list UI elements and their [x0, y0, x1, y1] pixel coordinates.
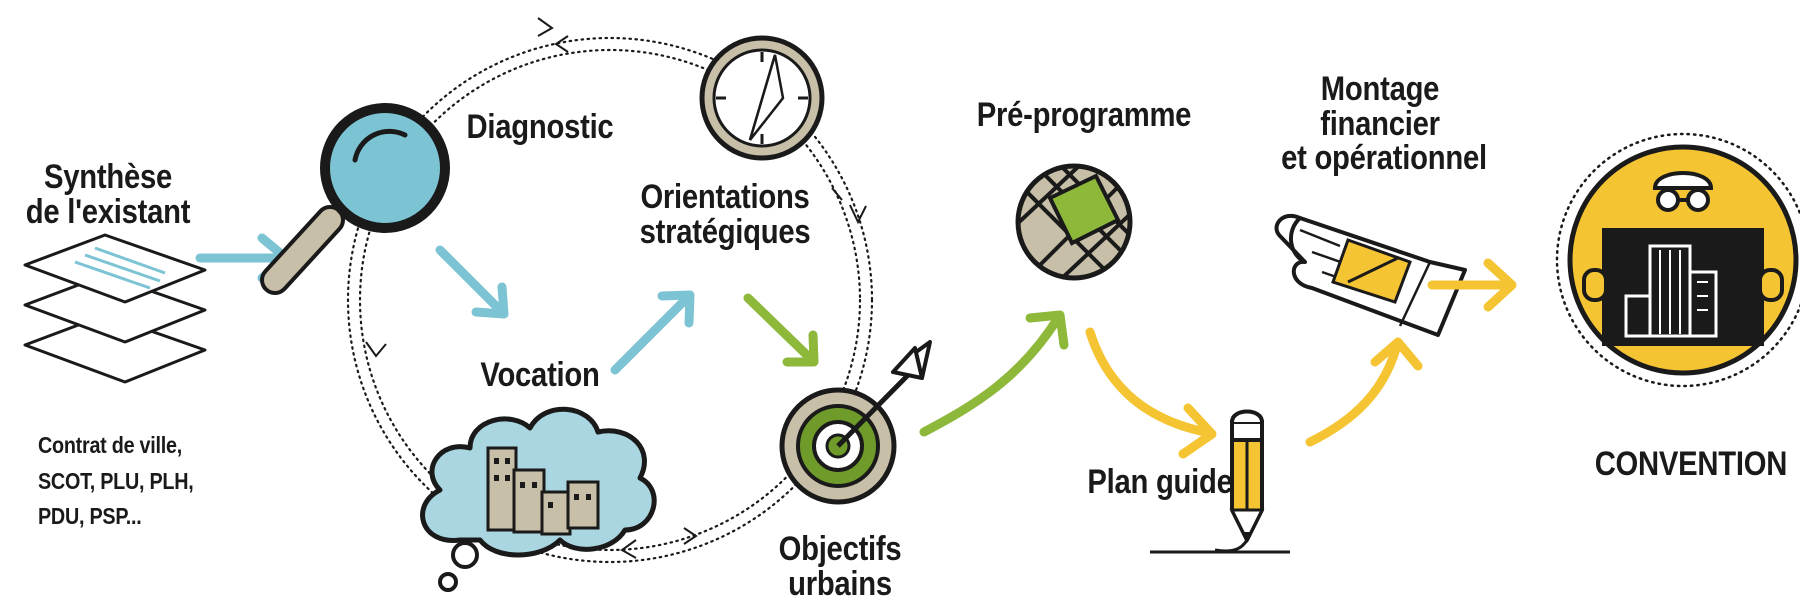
sources-line-2: SCOT, PLU, PLH, [38, 467, 194, 494]
map-icon [1015, 163, 1133, 281]
montage-line-1: Montage [1320, 70, 1440, 108]
montage-label: Montage financier et opérationnel [1281, 70, 1487, 178]
arrow-orientations-objectifs [743, 293, 819, 367]
orientations-label: Orientations stratégiques [618, 180, 833, 249]
document-stack-icon [23, 233, 207, 384]
arrow-planguide-montage [1305, 337, 1423, 447]
arrow-diagnostic-vocation [435, 245, 509, 319]
arrow-montage-convention [1427, 258, 1517, 312]
sources-line-3: PDU, PSP... [38, 503, 142, 530]
magnifier-icon [260, 103, 450, 295]
arrow-vocation-orientations [610, 290, 695, 375]
cloud-city-icon [420, 406, 657, 592]
sources-line-1: Contrat de ville, [38, 432, 182, 458]
diagnostic-label: Diagnostic [466, 108, 614, 146]
synthese-line-1: Synthèse [44, 158, 172, 196]
cycle-circle [346, 36, 874, 564]
objectifs-line-1: Objectifs [778, 530, 902, 568]
arrow-preprogramme-planguide [1085, 327, 1217, 459]
plan-guide-label: Plan guide [1087, 463, 1233, 501]
vocation-label: Vocation [480, 356, 600, 394]
synthese-line-2: de l'existant [25, 192, 191, 231]
sources-label: Contrat de ville, SCOT, PLU, PLH, PDU, P… [38, 428, 194, 535]
orientations-line-2: stratégiques [639, 212, 811, 251]
blueprint-icon [1274, 214, 1467, 337]
compass-icon [699, 35, 825, 161]
orientations-line-1: Orientations [640, 178, 810, 216]
cycle-chevrons [365, 17, 867, 559]
synthese-label: Synthèse de l'existant [22, 160, 194, 229]
montage-line-2: financier [1320, 104, 1440, 143]
convention-label: CONVENTION [1594, 445, 1788, 483]
preprogramme-label: Pré-programme [976, 96, 1192, 134]
montage-line-3: et opérationnel [1281, 139, 1487, 178]
target-icon [779, 340, 932, 505]
convention-icon [1555, 132, 1800, 388]
objectifs-line-2: urbains [788, 564, 892, 603]
objectifs-label: Objectifs urbains [767, 532, 913, 601]
arrow-objectifs-preprogramme [919, 310, 1069, 437]
pencil-icon [1150, 409, 1290, 554]
